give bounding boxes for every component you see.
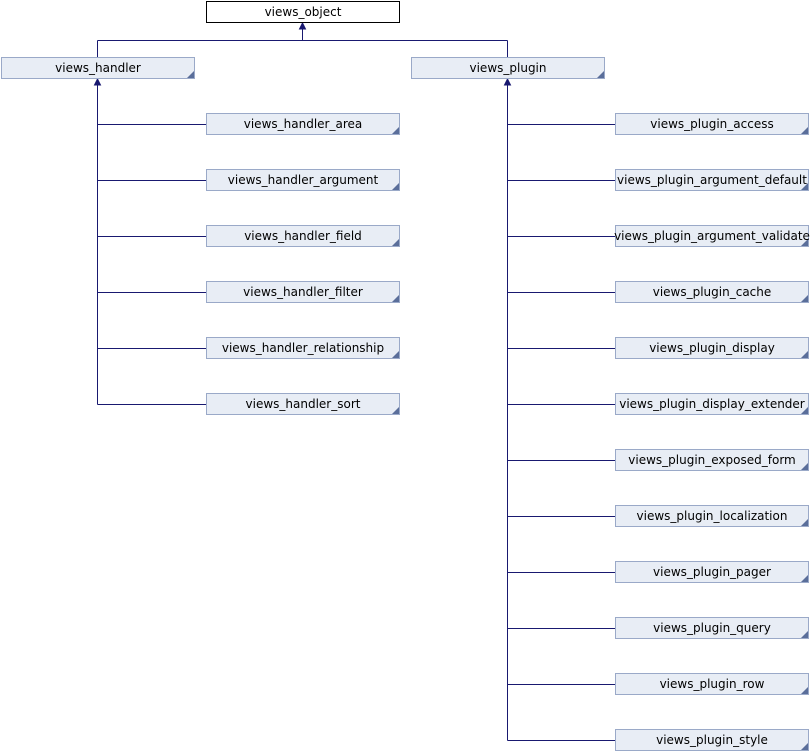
folded-corner-icon: [392, 183, 399, 190]
class-label: views_handler: [55, 61, 141, 75]
folded-corner-icon: [801, 519, 808, 526]
class-node-views-plugin-row[interactable]: views_plugin_row: [615, 673, 809, 695]
folded-corner-icon: [801, 687, 808, 694]
inheritance-arrow-icon: [503, 77, 512, 86]
class-node-views-handler[interactable]: views_handler: [1, 57, 195, 79]
folded-corner-icon: [392, 295, 399, 302]
class-label: views_handler_argument: [228, 173, 379, 187]
class-node-views-object: views_object: [206, 1, 400, 23]
class-label: views_plugin: [470, 61, 547, 75]
class-label: views_plugin_pager: [653, 565, 771, 579]
folded-corner-icon: [801, 743, 808, 750]
class-label: views_handler_relationship: [222, 341, 384, 355]
class-node-views-plugin-localization[interactable]: views_plugin_localization: [615, 505, 809, 527]
inheritance-edges: [93, 21, 616, 741]
folded-corner-icon: [801, 183, 808, 190]
class-label: views_plugin_exposed_form: [628, 453, 795, 467]
inheritance-arrow-icon: [93, 77, 102, 86]
class-node-views-handler-area[interactable]: views_handler_area: [206, 113, 400, 135]
class-box: [615, 617, 809, 639]
class-node-views-plugin-argument-validate[interactable]: views_plugin_argument_validate: [614, 225, 810, 247]
class-node-views-handler-argument[interactable]: views_handler_argument: [206, 169, 400, 191]
class-node-views-handler-relationship[interactable]: views_handler_relationship: [206, 337, 400, 359]
class-label: views_plugin_argument_default: [617, 173, 807, 187]
class-node-views-handler-filter[interactable]: views_handler_filter: [206, 281, 400, 303]
folded-corner-icon: [801, 127, 808, 134]
class-box: [206, 225, 400, 247]
class-label: views_handler_area: [244, 117, 362, 131]
folded-corner-icon: [801, 631, 808, 638]
class-label: views_plugin_display: [649, 341, 775, 355]
inheritance-arrow-icon: [298, 21, 307, 30]
class-box: [206, 1, 400, 23]
class-box: [615, 673, 809, 695]
class-box: [206, 281, 400, 303]
class-box: [411, 57, 605, 79]
class-box: [206, 337, 400, 359]
class-node-views-handler-field[interactable]: views_handler_field: [206, 225, 400, 247]
class-box: [615, 281, 809, 303]
class-node-views-plugin-display-extender[interactable]: views_plugin_display_extender: [615, 393, 809, 415]
class-box: [615, 449, 809, 471]
folded-corner-icon: [801, 239, 808, 246]
class-box: [206, 169, 400, 191]
class-label: views_plugin_row: [660, 677, 765, 691]
class-node-views-plugin-argument-default[interactable]: views_plugin_argument_default: [615, 169, 809, 191]
class-label: views_handler_field: [244, 229, 362, 243]
class-box: [615, 337, 809, 359]
class-box: [206, 393, 400, 415]
class-label: views_object: [265, 5, 342, 19]
folded-corner-icon: [597, 71, 604, 78]
class-box: [615, 561, 809, 583]
class-box: [615, 225, 809, 247]
folded-corner-icon: [187, 71, 194, 78]
class-box: [615, 729, 809, 751]
class-box: [1, 57, 195, 79]
folded-corner-icon: [392, 407, 399, 414]
folded-corner-icon: [801, 407, 808, 414]
folded-corner-icon: [801, 295, 808, 302]
class-box: [206, 113, 400, 135]
class-box: [615, 393, 809, 415]
class-node-views-plugin-display[interactable]: views_plugin_display: [615, 337, 809, 359]
folded-corner-icon: [392, 127, 399, 134]
class-node-views-plugin-query[interactable]: views_plugin_query: [615, 617, 809, 639]
class-node-views-plugin-access[interactable]: views_plugin_access: [615, 113, 809, 135]
class-box: [615, 169, 809, 191]
class-node-views-plugin[interactable]: views_plugin: [411, 57, 605, 79]
folded-corner-icon: [801, 351, 808, 358]
folded-corner-icon: [392, 351, 399, 358]
class-label: views_handler_sort: [246, 397, 361, 411]
class-label: views_plugin_argument_validate: [614, 229, 810, 243]
class-node-views-handler-sort[interactable]: views_handler_sort: [206, 393, 400, 415]
class-node-views-plugin-style[interactable]: views_plugin_style: [615, 729, 809, 751]
folded-corner-icon: [801, 463, 808, 470]
class-label: views_plugin_style: [656, 733, 768, 747]
class-node-views-plugin-pager[interactable]: views_plugin_pager: [615, 561, 809, 583]
class-label: views_plugin_access: [650, 117, 773, 131]
class-node-views-plugin-exposed-form[interactable]: views_plugin_exposed_form: [615, 449, 809, 471]
class-label: views_plugin_display_extender: [619, 397, 805, 411]
class-box: [615, 113, 809, 135]
class-node-views-plugin-cache[interactable]: views_plugin_cache: [615, 281, 809, 303]
class-label: views_plugin_query: [653, 621, 771, 635]
class-label: views_handler_filter: [243, 285, 363, 299]
class-label: views_plugin_localization: [637, 509, 788, 523]
folded-corner-icon: [801, 575, 808, 582]
folded-corner-icon: [392, 239, 399, 246]
class-box: [615, 505, 809, 527]
class-label: views_plugin_cache: [653, 285, 772, 299]
